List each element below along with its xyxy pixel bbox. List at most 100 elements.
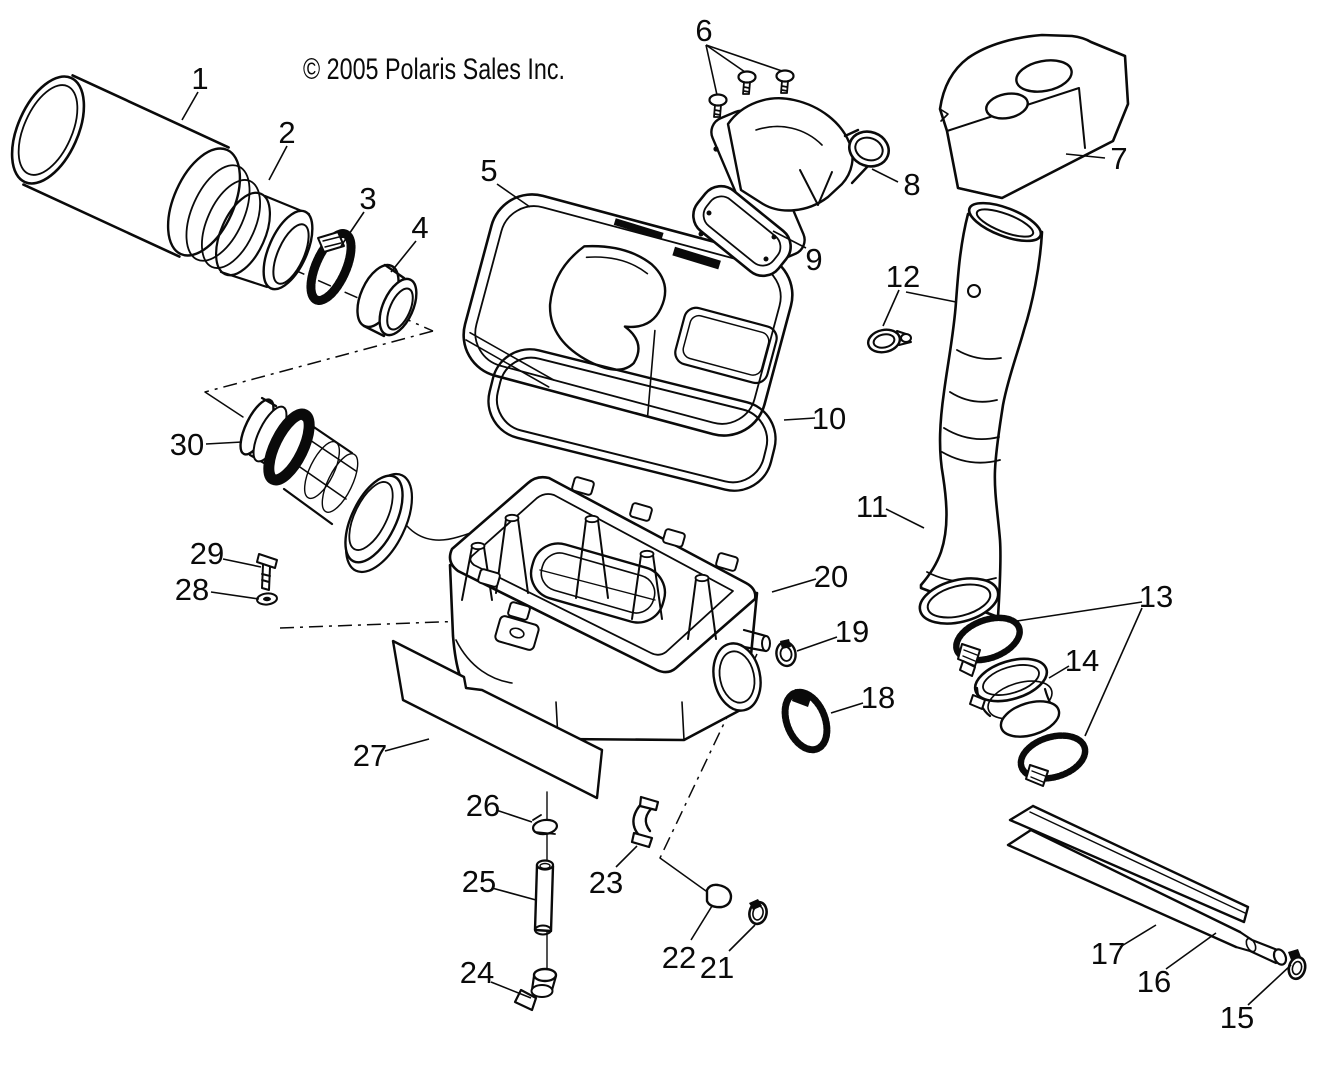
callout-8: 8 <box>903 167 920 202</box>
callout-27-leader <box>385 739 429 751</box>
callout-25-leader <box>492 888 536 900</box>
callout-24: 24 <box>460 955 494 990</box>
callout-15-leader <box>1248 965 1291 1005</box>
callout-15: 15 <box>1220 1000 1254 1035</box>
callout-13-leader <box>1085 608 1142 736</box>
callout-17: 17 <box>1091 936 1125 971</box>
callout-23: 23 <box>589 865 623 900</box>
callout-8-leader <box>872 169 898 182</box>
callout-21: 21 <box>700 950 734 985</box>
callout-19: 19 <box>835 614 869 649</box>
callout-6-leader <box>706 45 717 95</box>
callout-19-leader <box>797 637 837 651</box>
callout-23-leader <box>616 846 637 867</box>
drain-clamp <box>532 815 558 836</box>
hose-clamp <box>777 686 835 756</box>
callout-6: 6 <box>695 13 712 48</box>
callout-13-leader <box>1017 602 1142 621</box>
shield-panel <box>393 641 602 798</box>
callout-28: 28 <box>175 572 209 607</box>
small-clamp <box>866 327 911 355</box>
cover-seal <box>480 341 783 498</box>
callout-10: 10 <box>812 401 846 436</box>
vent-cap <box>707 885 731 907</box>
airbox-base <box>450 477 770 740</box>
callout-26: 26 <box>466 788 500 823</box>
callout-2-leader <box>269 146 287 180</box>
washer <box>256 592 277 605</box>
screw <box>710 95 727 118</box>
screw <box>739 72 756 95</box>
callout-14-leader <box>1049 666 1069 678</box>
airbox-rim-tabs <box>477 477 738 621</box>
callout-30: 30 <box>170 427 204 462</box>
vent-clamp <box>747 899 768 926</box>
bolt <box>257 554 277 590</box>
coupler-clamps <box>950 610 1090 786</box>
callout-30-leader <box>206 442 242 444</box>
screw <box>777 71 794 94</box>
callout-1-leader <box>182 92 198 120</box>
callout-10-leader <box>784 418 815 420</box>
callout-12-leader <box>906 292 956 302</box>
callout-20-leader <box>772 579 816 592</box>
callout-9: 9 <box>805 242 822 277</box>
callout-13: 13 <box>1139 579 1173 614</box>
grommet <box>775 639 798 667</box>
coupler-boot <box>960 651 1063 743</box>
callout-11: 11 <box>856 489 888 524</box>
callout-16: 16 <box>1137 964 1171 999</box>
callout-6-leader <box>706 45 745 72</box>
air-filter <box>0 66 322 296</box>
callout-18: 18 <box>861 680 895 715</box>
intake-cover-box <box>940 35 1128 198</box>
callout-26-leader <box>496 810 532 822</box>
callout-22-leader <box>691 906 712 940</box>
drain-valve <box>515 969 556 1010</box>
snorkel-duct <box>915 195 1045 631</box>
filter-clamp <box>303 228 360 306</box>
callout-9-leader <box>773 231 806 248</box>
callout-4: 4 <box>411 210 428 245</box>
callout-12: 12 <box>886 259 920 294</box>
callout-5: 5 <box>480 153 497 188</box>
callout-layer: 1234567891011121314151617181920212223242… <box>170 13 1291 1035</box>
callout-3-leader <box>341 212 364 246</box>
callout-6-leader <box>706 45 782 71</box>
vent-clip <box>632 797 658 847</box>
drain-assembly <box>515 792 558 1010</box>
callout-3: 3 <box>359 181 376 216</box>
callout-4-leader <box>391 241 416 272</box>
callout-16-leader <box>1166 933 1216 969</box>
callout-18-leader <box>831 703 863 713</box>
airbox-cover <box>454 185 802 445</box>
callout-5-leader <box>497 184 530 207</box>
callout-7: 7 <box>1110 141 1127 176</box>
callout-11-leader <box>886 509 924 528</box>
hose-clamp-lower <box>1016 728 1091 786</box>
callout-29-leader <box>223 559 261 567</box>
callout-17-leader <box>1120 925 1156 947</box>
callout-29: 29 <box>190 536 224 571</box>
adapter-ring <box>349 259 424 341</box>
intake-boot <box>234 395 426 582</box>
drain-tube <box>535 861 553 935</box>
callout-27: 27 <box>353 738 387 773</box>
callout-1: 1 <box>191 61 208 96</box>
callout-20: 20 <box>814 559 848 594</box>
callout-14: 14 <box>1065 643 1099 678</box>
callout-25: 25 <box>462 864 496 899</box>
callout-7-leader <box>1066 154 1105 158</box>
callout-22: 22 <box>662 940 696 975</box>
tube-clamp <box>1287 949 1308 981</box>
callout-2: 2 <box>278 115 295 150</box>
intake-duct <box>707 98 894 266</box>
callout-28-leader <box>211 592 259 599</box>
screws <box>710 71 794 118</box>
copyright-text: © 2005 Polaris Sales Inc. <box>303 53 565 86</box>
callout-24-leader <box>491 982 531 998</box>
duct-seal-plate <box>685 178 799 284</box>
callout-21-leader <box>729 925 755 951</box>
